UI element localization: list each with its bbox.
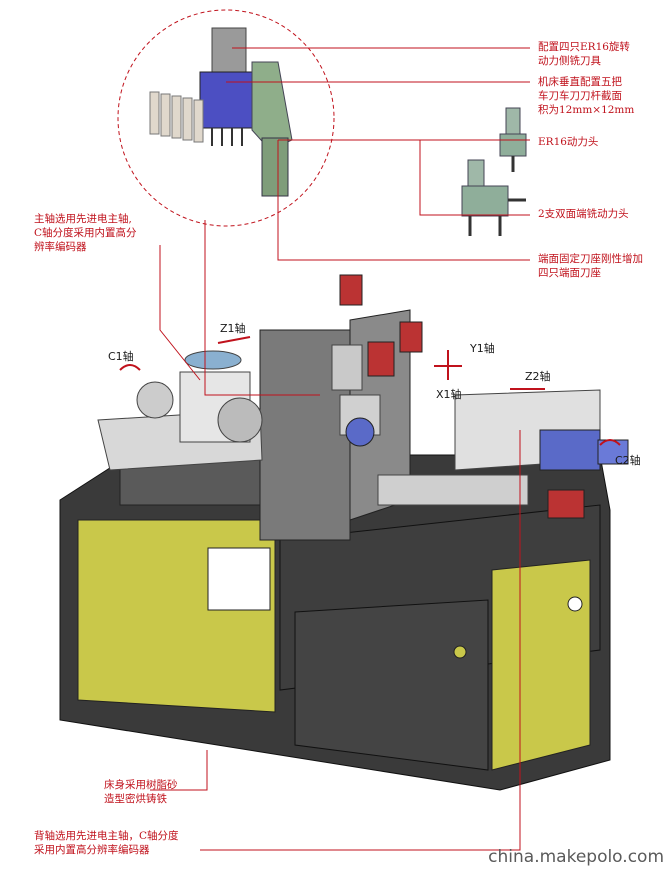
axis-z1-label: Z1轴 [220, 322, 246, 335]
detail-circle [117, 9, 335, 227]
leader-lines [150, 47, 530, 851]
axis-c1-label: C1轴 [108, 350, 134, 363]
double-head-icon [461, 159, 526, 236]
gang-tool-block [331, 274, 423, 447]
axis-arrows [119, 336, 621, 446]
machine-bed [119, 309, 411, 541]
callout-sub-spindle: 背轴选用先进电主轴，C轴分度 采用内置高分辨率编码器 [34, 830, 179, 856]
callout-er16-tools: 配置四只ER16旋转 动力侧铣刀具 [538, 41, 630, 67]
callout-double-head: 2支双面端铣动力头 [538, 208, 629, 220]
callout-er16-head: ER16动力头 [538, 136, 599, 148]
main-spindle [97, 350, 263, 471]
axis-c2-label: C2轴 [615, 454, 641, 467]
watermark: china.makepolo.com [488, 847, 664, 867]
callout-bed: 床身采用树脂砂 造型密烘铸铁 [104, 779, 178, 805]
sub-spindle [377, 389, 629, 519]
callout-main-spindle: 主轴选用先进电主轴, C轴分度采用内置高分 辨率编码器 [34, 213, 137, 253]
callout-vertical-tools: 机床垂直配置五把 车刀车刀刀杆截面 积为12mm×12mm [538, 76, 635, 116]
axis-z2-label: Z2轴 [525, 370, 551, 383]
callout-end-seat: 端面固定刀座刚性增加 四只端面刀座 [538, 253, 643, 279]
axis-y1-label: Y1轴 [470, 342, 495, 355]
axis-x1-label: X1轴 [436, 388, 462, 401]
turret-detail [149, 27, 293, 197]
